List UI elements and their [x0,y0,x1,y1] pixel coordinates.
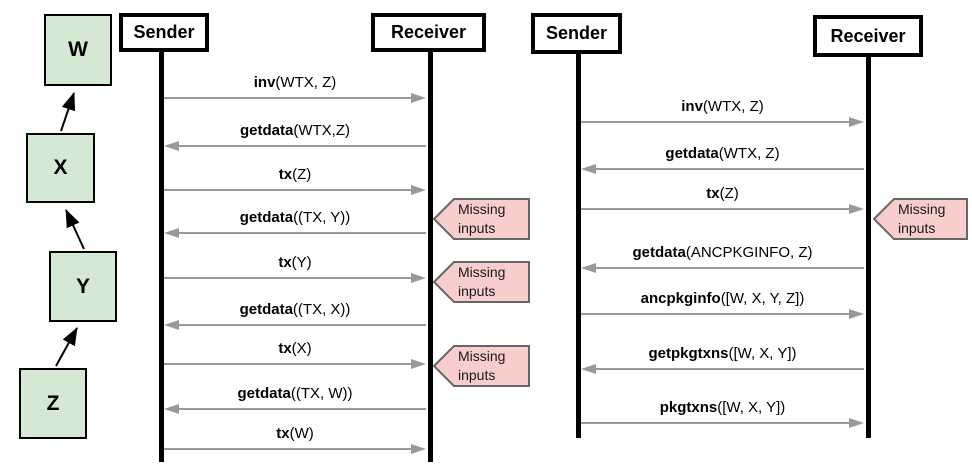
message-arrow-right [581,416,864,430]
message-arrow-right [581,202,864,216]
arrowhead-icon [849,204,864,214]
sender-box-1: Sender [119,13,209,52]
message-arrow-right [581,307,864,321]
message-label: ancpkginfo([W, X, Y, Z]) [640,290,805,307]
message-arrow-right [164,357,426,371]
sender-box-2: Sender [531,13,622,54]
arrowhead-icon [411,444,426,454]
arrowhead-icon [581,364,596,374]
message-arrow-right [164,183,426,197]
arrowhead-icon [164,228,179,238]
message-arrow-left [581,362,864,376]
arrowhead-icon [411,93,426,103]
tx-node-y: Y [49,251,117,322]
message-label: tx(Z) [706,185,739,202]
sender-label-2: Sender [545,23,608,43]
callout-shape-icon [873,198,968,240]
tx-node-w-label: W [68,38,88,61]
message-label: getdata(ANCPKGINFO, Z) [632,244,813,261]
message-arrow-right [164,271,426,285]
sender-lifeline-2 [576,54,581,438]
message-label: getdata(WTX, Z) [665,145,780,162]
arrowhead-icon [581,164,596,174]
sender-lifeline-1 [159,52,164,462]
sender-label-1: Sender [133,22,195,42]
arrowhead-icon [164,141,179,151]
message-arrow-left [581,261,864,275]
tx-node-y-label: Y [75,274,90,298]
arrowhead-icon [849,418,864,428]
tx-node-w: W [44,14,112,86]
arrowhead-icon [411,273,426,283]
message-label: tx(W) [276,425,314,442]
message-arrow-left [164,226,426,240]
arrowhead-icon [411,359,426,369]
message-arrow-right [164,442,426,456]
message-label: getpkgtxns([W, X, Y]) [648,345,797,362]
callout-shape-icon [433,198,530,240]
tx-node-z: Z [19,368,87,439]
arrowhead-icon [581,263,596,273]
receiver-lifeline-1 [428,52,433,462]
message-arrow-right [581,115,864,129]
callout-shape-icon [433,261,530,303]
receiver-box-1: Receiver [371,13,486,52]
receiver-label-2: Receiver [830,25,906,46]
message-arrow-left [581,162,864,176]
tx-node-z-label: Z [46,391,60,415]
arrow-x-to-w [60,92,76,132]
message-label: inv(WTX, Z) [681,98,764,115]
message-label: tx(Z) [278,166,312,183]
arrowhead-icon [849,309,864,319]
message-label: tx(Y) [278,254,312,271]
arrowhead-icon [849,117,864,127]
arrow-y-to-x [65,209,85,250]
arrow-z-to-y [55,327,78,367]
callout-shape-icon [433,345,530,387]
tx-node-x-label: X [53,156,68,179]
arrowhead-icon [164,404,179,414]
message-label: getdata((TX, X)) [239,301,351,318]
arrowhead-icon [411,185,426,195]
message-arrow-left [164,139,426,153]
message-label: pkgtxns([W, X, Y]) [659,399,786,416]
message-label: getdata((TX, Y)) [239,209,351,226]
message-label: getdata((TX, W)) [237,385,353,402]
message-arrow-right [164,91,426,105]
receiver-box-2: Receiver [813,15,923,57]
message-arrow-left [164,402,426,416]
message-label: tx(X) [278,340,312,357]
arrowhead-icon [164,320,179,330]
message-label: getdata(WTX,Z) [240,122,350,139]
message-label: inv(WTX, Z) [253,74,337,91]
receiver-lifeline-2 [866,57,871,438]
message-arrow-left [164,318,426,332]
tx-node-x: X [26,133,95,203]
receiver-label-1: Receiver [390,22,467,42]
